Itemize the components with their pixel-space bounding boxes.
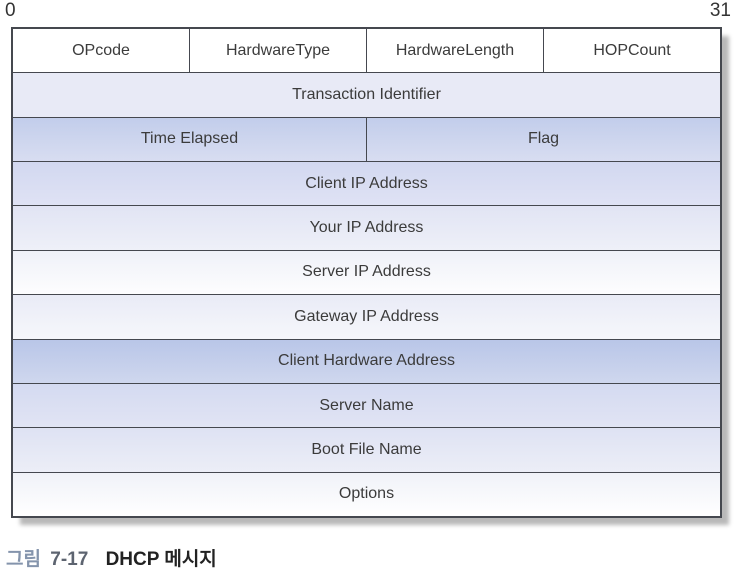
row-server-ip: Server IP Address xyxy=(13,249,720,295)
row-transaction-identifier: Transaction Identifier xyxy=(13,72,720,117)
row-boot-file-name: Boot File Name xyxy=(13,427,720,472)
field-server-name: Server Name xyxy=(319,396,414,414)
row-server-name: Server Name xyxy=(13,382,720,428)
field-transaction-identifier: Transaction Identifier xyxy=(292,86,441,104)
row-time-flag: Time Elapsed Flag xyxy=(13,116,720,162)
figure-caption-title: DHCP 메시지 xyxy=(105,549,217,570)
row-your-ip: Your IP Address xyxy=(13,205,720,250)
field-gateway-ip-address: Gateway IP Address xyxy=(294,307,439,325)
dhcp-message-diagram: OPcode HardwareType HardwareLength HOPCo… xyxy=(11,27,722,518)
field-options: Options xyxy=(338,485,395,503)
figure-caption-number: 7-17 xyxy=(50,549,89,570)
bit-label-start: 0 xyxy=(5,0,16,21)
field-client-ip-address: Client IP Address xyxy=(305,174,428,192)
figure-caption: 그림 7-17 DHCP 메시지 xyxy=(6,548,217,572)
bit-label-end: 31 xyxy=(709,0,731,21)
row-client-hardware: Client Hardware Address xyxy=(13,338,720,383)
field-client-hardware-address: Client Hardware Address xyxy=(278,352,455,370)
bit-ruler: 0 31 xyxy=(5,0,731,22)
figure-caption-label: 그림 xyxy=(6,549,41,570)
field-opcode: OPcode xyxy=(72,41,130,59)
field-server-ip-address: Server IP Address xyxy=(302,263,431,281)
field-time-elapsed: Time Elapsed xyxy=(140,130,239,148)
field-hardware-type: HardwareType xyxy=(189,29,366,73)
field-hardware-length: HardwareLength xyxy=(366,29,543,73)
row-options: Options xyxy=(13,471,720,516)
field-boot-file-name: Boot File Name xyxy=(311,440,422,458)
field-flag: Flag xyxy=(366,117,720,162)
field-your-ip-address: Your IP Address xyxy=(309,219,424,237)
row-gateway-ip: Gateway IP Address xyxy=(13,294,720,339)
row-client-ip: Client IP Address xyxy=(13,161,720,206)
row-header-fields: OPcode HardwareType HardwareLength HOPCo… xyxy=(13,29,720,73)
field-hop-count: HOPCount xyxy=(543,29,720,73)
